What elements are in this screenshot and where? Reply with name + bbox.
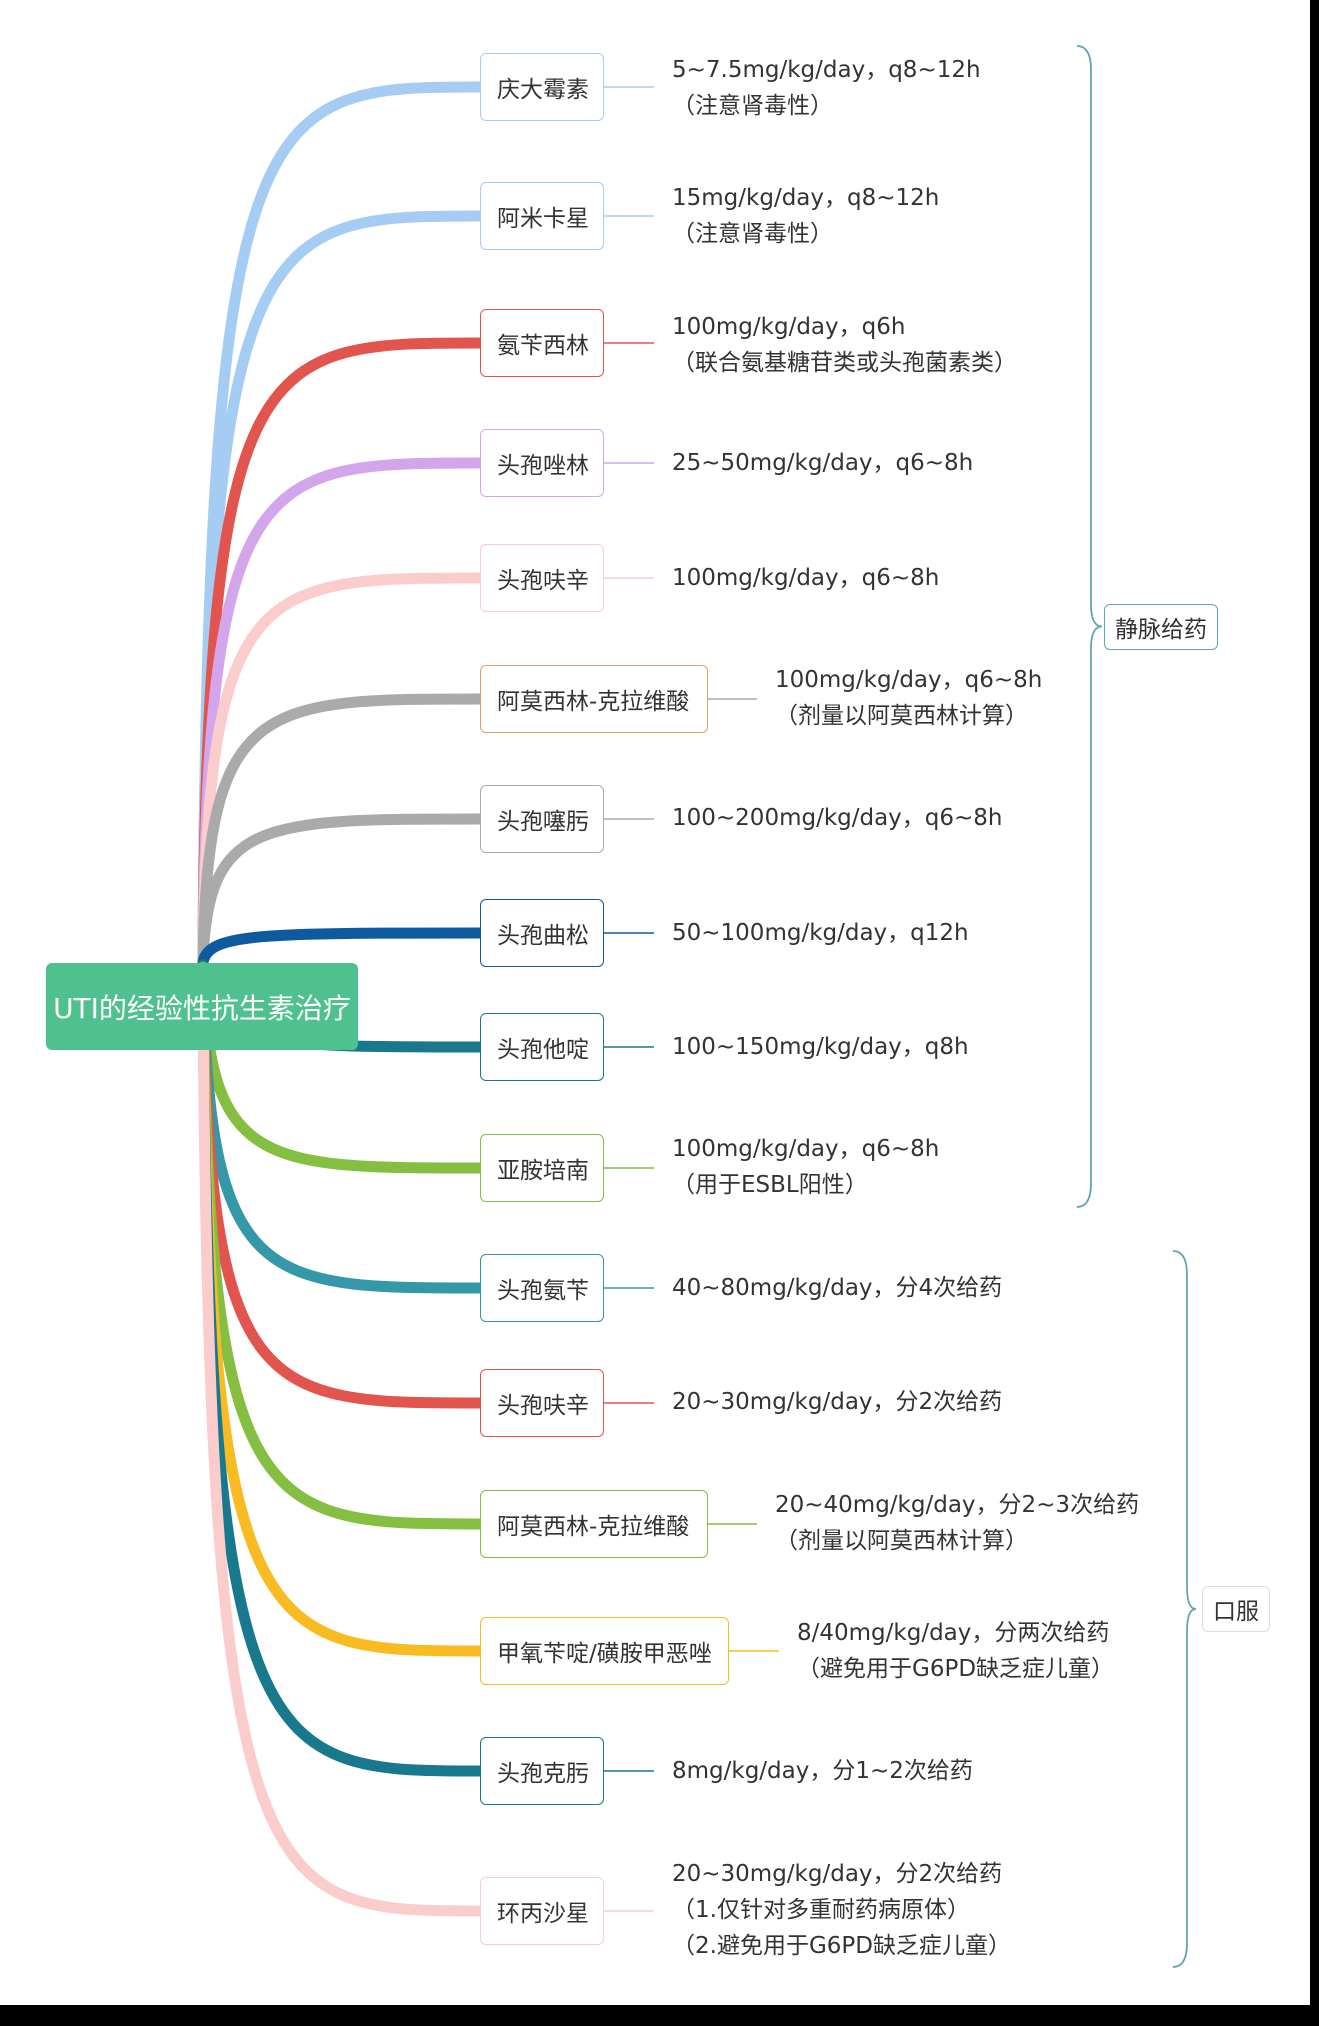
drug-dosage: 100mg/kg/day，q6h （联合氨基糖苷类或头孢菌素类） — [672, 309, 1017, 381]
dosage-line: 20~30mg/kg/day，分2次给药 — [672, 1389, 1003, 1415]
group-brace — [1172, 1250, 1197, 1968]
drug-node[interactable]: 环丙沙星 — [480, 1877, 604, 1945]
dosage-line: （2.避免用于G6PD缺乏症儿童） — [672, 1933, 1011, 1959]
branch-link — [197, 572, 486, 961]
dosage-line: 5~7.5mg/kg/day，q8~12h — [672, 57, 981, 83]
branch-link — [197, 927, 486, 968]
drug-node[interactable]: 头孢克肟 — [480, 1737, 604, 1805]
dosage-line: 15mg/kg/day，q8~12h — [672, 185, 940, 211]
dosage-line: 20~40mg/kg/day，分2~3次给药 — [775, 1492, 1140, 1518]
drug-node[interactable]: 庆大霉素 — [480, 53, 604, 121]
dosage-line: （剂量以阿莫西林计算） — [775, 703, 1028, 729]
drug-node[interactable]: 阿莫西林-克拉维酸 — [480, 1490, 708, 1558]
drug-dosage: 15mg/kg/day，q8~12h （注意肾毒性） — [672, 180, 939, 252]
drug-dosage: 20~30mg/kg/day，分2次给药 （1.仅针对多重耐药病原体） （2.避免用… — [672, 1856, 1011, 1964]
drug-node[interactable]: 头孢氨苄 — [480, 1254, 604, 1322]
drug-dosage: 40~80mg/kg/day，分4次给药 — [672, 1270, 1002, 1306]
dosage-line: 8mg/kg/day，分1~2次给药 — [672, 1758, 973, 1784]
drug-dosage: 20~40mg/kg/day，分2~3次给药 （剂量以阿莫西林计算） — [775, 1487, 1139, 1559]
group-label-iv[interactable]: 静脉给药 — [1104, 603, 1218, 650]
branch-link — [197, 976, 486, 1917]
drug-dosage: 50~100mg/kg/day，q12h — [672, 915, 969, 951]
dosage-line: （避免用于G6PD缺乏症儿童） — [797, 1656, 1115, 1682]
drug-dosage: 5~7.5mg/kg/day，q8~12h （注意肾毒性） — [672, 52, 981, 124]
branch-link — [197, 813, 486, 966]
drug-node[interactable]: 头孢他啶 — [480, 1013, 604, 1081]
group-label-oral[interactable]: 口服 — [1202, 1586, 1270, 1632]
drug-node[interactable]: 阿米卡星 — [480, 182, 604, 250]
drug-node[interactable]: 头孢唑林 — [480, 429, 604, 497]
drug-node[interactable]: 头孢呋辛 — [480, 1369, 604, 1437]
dosage-line: （注意肾毒性） — [672, 221, 833, 247]
branch-link — [197, 693, 486, 964]
dosage-line: 100mg/kg/day，q6~8h — [672, 1136, 940, 1162]
dosage-line: （注意肾毒性） — [672, 93, 833, 119]
drug-node[interactable]: 头孢噻肟 — [480, 785, 604, 853]
dosage-line: 100mg/kg/day，q6~8h — [775, 667, 1043, 693]
drug-node[interactable]: 亚胺培南 — [480, 1134, 604, 1202]
dosage-line: （用于ESBL阳性） — [672, 1172, 868, 1198]
dosage-line: 100~150mg/kg/day，q8h — [672, 1034, 969, 1060]
dosage-line: 100mg/kg/day，q6~8h — [672, 565, 940, 591]
dosage-line: （剂量以阿莫西林计算） — [775, 1528, 1028, 1554]
dosage-line: 20~30mg/kg/day，分2次给药 — [672, 1861, 1003, 1887]
dosage-line: 100mg/kg/day，q6h — [672, 314, 906, 340]
drug-dosage: 100mg/kg/day，q6~8h — [672, 560, 939, 596]
dosage-line: 40~80mg/kg/day，分4次给药 — [672, 1275, 1003, 1301]
drug-node[interactable]: 头孢呋辛 — [480, 544, 604, 612]
dosage-line: 8/40mg/kg/day，分两次给药 — [797, 1620, 1110, 1646]
drug-node[interactable]: 阿莫西林-克拉维酸 — [480, 665, 708, 733]
dosage-line: （联合氨基糖苷类或头孢菌素类） — [672, 350, 1017, 376]
drug-node[interactable]: 氨苄西林 — [480, 309, 604, 377]
dosage-line: 50~100mg/kg/day，q12h — [672, 920, 969, 946]
drug-dosage: 8mg/kg/day，分1~2次给药 — [672, 1753, 973, 1789]
dosage-line: 100~200mg/kg/day，q6~8h — [672, 805, 1003, 831]
drug-dosage: 100mg/kg/day，q6~8h （用于ESBL阳性） — [672, 1131, 939, 1203]
root-topic[interactable]: UTI的经验性抗生素治疗 — [46, 963, 358, 1050]
drug-dosage: 100~150mg/kg/day，q8h — [672, 1029, 969, 1065]
dosage-line: （1.仅针对多重耐药病原体） — [672, 1897, 970, 1923]
drug-dosage: 25~50mg/kg/day，q6~8h — [672, 445, 973, 481]
drug-dosage: 20~30mg/kg/day，分2次给药 — [672, 1384, 1002, 1420]
group-brace — [1076, 45, 1103, 1208]
branch-link — [197, 968, 486, 1530]
drug-node[interactable]: 头孢曲松 — [480, 899, 604, 967]
dosage-line: 25~50mg/kg/day，q6~8h — [672, 450, 974, 476]
drug-node[interactable]: 甲氧苄啶/磺胺甲恶唑 — [480, 1617, 729, 1685]
drug-dosage: 8/40mg/kg/day，分两次给药 （避免用于G6PD缺乏症儿童） — [797, 1615, 1114, 1687]
drug-dosage: 100~200mg/kg/day，q6~8h — [672, 800, 1003, 836]
drug-dosage: 100mg/kg/day，q6~8h （剂量以阿莫西林计算） — [775, 662, 1042, 734]
